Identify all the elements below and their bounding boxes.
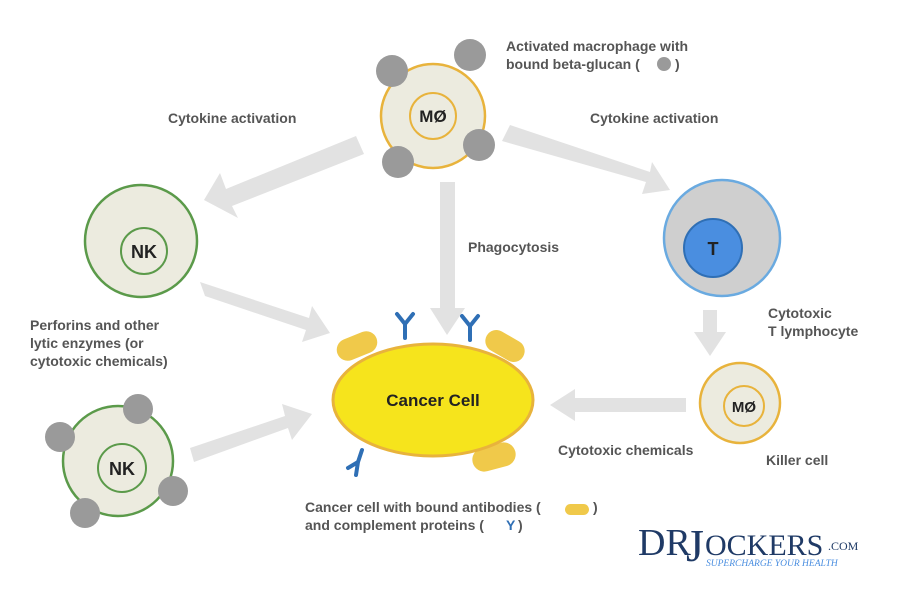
logo-j: J — [686, 520, 704, 571]
beta-glucan-dot — [158, 476, 188, 506]
cytokine-activation-left: Cytokine activation — [168, 110, 296, 126]
macrophage-caption-line1: Activated macrophage with — [506, 38, 688, 54]
complement-protein — [485, 330, 525, 362]
t-cell-nucleus — [683, 218, 743, 278]
arrow-t-to-killer — [694, 310, 726, 356]
beta-glucan-dot — [70, 498, 100, 528]
antibodies-caption-line1-end: ) — [593, 499, 598, 515]
beta-glucan-dot — [454, 39, 486, 71]
nk-cell-bottom: NK — [45, 394, 188, 528]
cancer-cell-label: Cancer Cell — [386, 391, 480, 410]
antibodies-caption-line2-end: ) — [518, 517, 523, 533]
antibody-y — [395, 312, 415, 340]
nk-cell-top: NK — [83, 183, 199, 299]
arrow-killer-to-cancer — [550, 389, 686, 421]
nk-bottom-nucleus — [97, 443, 147, 493]
antibodies-caption-line1: Cancer cell with bound antibodies ( — [305, 499, 541, 515]
t-cell-label: T — [708, 239, 719, 259]
arrows — [190, 125, 726, 462]
cytotoxic-chemicals-label: Cytotoxic chemicals — [558, 442, 694, 458]
macrophage-caption-line2: bound beta-glucan ( — [506, 56, 640, 72]
cancer-cell — [331, 342, 535, 458]
cytokine-activation-right: Cytokine activation — [590, 110, 718, 126]
cancer-cell-group: Cancer Cell — [331, 312, 535, 477]
nk-top-label: NK — [131, 242, 157, 262]
beta-glucan-dot — [382, 146, 414, 178]
beta-glucan-dot — [376, 55, 408, 87]
nk-top-nucleus — [120, 227, 168, 275]
perforins-line2: lytic enzymes (or — [30, 335, 144, 351]
complement-legend-icon — [565, 504, 589, 515]
beta-glucan-dot — [463, 129, 495, 161]
arrow-nk-bottom-to-cancer — [190, 404, 312, 462]
nk-bottom-label: NK — [109, 459, 135, 479]
t-lymphocyte: T — [662, 178, 782, 298]
antibody-legend-y: Y — [506, 517, 516, 533]
drjockers-logo: DR J OCKERS .COM SUPERCHARGE YOUR HEALTH — [638, 520, 859, 571]
killer-label: MØ — [732, 399, 756, 416]
killer-nucleus — [723, 385, 765, 427]
beta-glucan-dot — [45, 422, 75, 452]
arrow-phagocytosis — [430, 182, 465, 335]
logo-dr: DR — [638, 522, 691, 564]
antibody-y — [346, 448, 364, 477]
logo-com: .COM — [828, 539, 859, 553]
macrophage-caption-line2-end: ) — [675, 56, 680, 72]
phagocytosis-label: Phagocytosis — [468, 239, 559, 255]
macrophage-nucleus — [409, 92, 457, 140]
macrophage-label: MØ — [419, 107, 446, 126]
arrow-nk-top-to-cancer — [200, 282, 330, 342]
logo-tagline: SUPERCHARGE YOUR HEALTH — [706, 559, 839, 569]
perforins-line1: Perforins and other — [30, 317, 160, 333]
activated-macrophage: MØ — [376, 39, 495, 178]
arrow-cytokine-left — [204, 136, 364, 218]
arrow-cytokine-right — [502, 125, 670, 194]
beta-glucan-dot — [123, 394, 153, 424]
killer-cell: MØ — [698, 361, 782, 445]
logo-ockers: OCKERS — [705, 529, 823, 562]
antibody-y — [460, 314, 480, 342]
ctl-label-line1: Cytotoxic — [768, 305, 832, 321]
antibodies-caption-line2: and complement proteins ( — [305, 517, 484, 533]
complement-protein — [336, 331, 378, 361]
perforins-line3: cytotoxic chemicals) — [30, 353, 168, 369]
ctl-label-line2: T lymphocyte — [768, 323, 858, 339]
beta-glucan-legend-icon — [657, 57, 671, 71]
killer-cell-label: Killer cell — [766, 452, 828, 468]
